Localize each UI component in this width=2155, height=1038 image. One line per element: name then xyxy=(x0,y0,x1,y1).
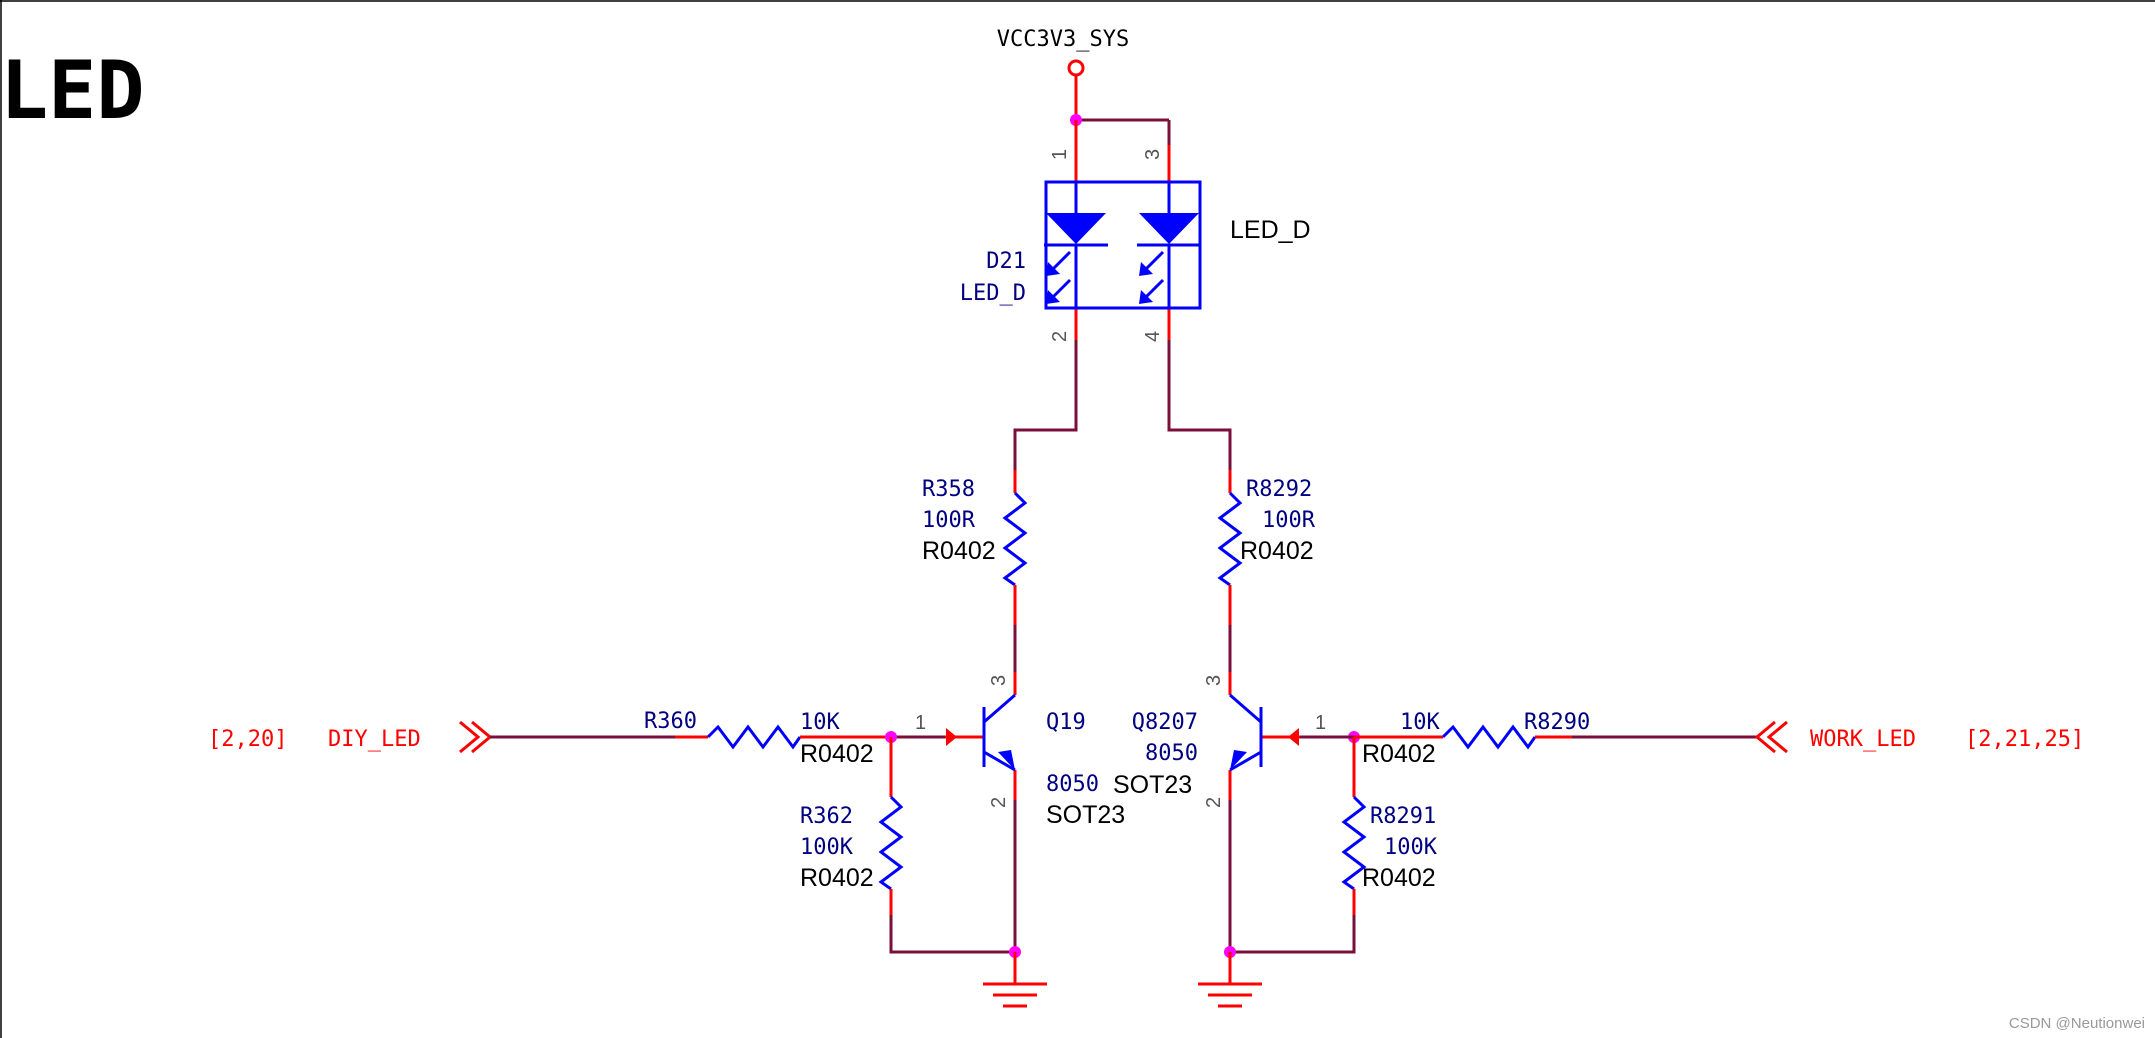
power-net-label: VCC3V3_SYS xyxy=(997,27,1129,52)
led-pin-num-4: 4 xyxy=(1142,331,1164,342)
r360-zigzag xyxy=(706,724,802,750)
q8207-footprint: SOT23 xyxy=(1113,771,1192,799)
q8207-value: 8050 xyxy=(1145,741,1198,766)
led-pin-num-3: 3 xyxy=(1142,149,1164,160)
port-right-chevron-1 xyxy=(1754,720,1776,754)
r358-value: 100R xyxy=(922,508,976,533)
r8291-footprint: R0402 xyxy=(1362,864,1436,892)
r360-refdes: R360 xyxy=(644,709,697,734)
r8291-value: 100K xyxy=(1384,835,1438,860)
wire-right-ground xyxy=(1230,915,1356,954)
q19-base-pin-arrow xyxy=(946,728,957,746)
port-left-ref: [2,20] xyxy=(208,727,287,752)
wire-led-to-r8292 xyxy=(1167,340,1232,470)
port-work-led: WORK_LED [2,21,25] xyxy=(1754,720,2084,754)
q19-value: 8050 xyxy=(1046,772,1099,797)
q8207-emitter-line xyxy=(1229,750,1262,772)
r8290-value: 10K xyxy=(1400,710,1440,735)
r8292-footprint: R0402 xyxy=(1240,537,1314,565)
port-left-net: DIY_LED xyxy=(328,727,421,752)
q8207-pin-num-2: 2 xyxy=(1203,797,1225,808)
q8207-collector-line xyxy=(1229,693,1262,724)
r362-value: 100K xyxy=(800,835,854,860)
resistor-r358: R358 100R R0402 xyxy=(922,470,1028,625)
q8207-base-pin-arrow xyxy=(1288,728,1299,746)
q19-footprint: SOT23 xyxy=(1046,801,1125,829)
port-right-ref: [2,21,25] xyxy=(1965,727,2084,752)
resistor-r362: R362 100K R0402 xyxy=(800,737,904,915)
led-refdes: D21 xyxy=(986,249,1026,274)
q19-collector-line xyxy=(983,693,1016,724)
ground-symbol-left xyxy=(983,952,1047,1008)
r360-value: 10K xyxy=(800,710,840,735)
q19-emitter-arrow xyxy=(998,750,1015,770)
q19-emitter-line xyxy=(983,750,1016,772)
r8291-refdes: R8291 xyxy=(1370,804,1436,829)
r8292-value: 100R xyxy=(1262,508,1316,533)
resistor-r360: R360 10K R0402 xyxy=(644,709,890,768)
r8290-refdes: R8290 xyxy=(1524,710,1590,735)
resistor-r8291: R8291 100K R0402 xyxy=(1341,737,1438,915)
port-diy-led: [2,20] DIY_LED xyxy=(208,720,493,754)
led-pin-num-2: 2 xyxy=(1049,331,1071,342)
sheet-title: LED xyxy=(0,44,145,137)
wire-left-ground xyxy=(889,915,1015,954)
r362-zigzag xyxy=(878,795,904,891)
port-left-chevron-2 xyxy=(471,720,493,754)
led-part-label: LED_D xyxy=(1230,216,1311,244)
r8290-zigzag xyxy=(1441,724,1537,750)
q8207-emitter-arrow xyxy=(1230,750,1247,770)
led-diode-b-triangle xyxy=(1139,213,1199,244)
led-d21: 1 3 2 4 D21 LED_D LED_D xyxy=(960,120,1311,342)
wire-led-to-r358 xyxy=(1013,340,1078,470)
led-emission-arrows-b xyxy=(1139,250,1165,304)
resistor-r8292: R8292 100R R0402 xyxy=(1217,470,1316,625)
led-value: LED_D xyxy=(960,281,1026,306)
r8292-refdes: R8292 xyxy=(1246,477,1312,502)
q19-pin-num-1: 1 xyxy=(915,712,926,734)
r8290-footprint: R0402 xyxy=(1362,740,1436,768)
q19-refdes: Q19 xyxy=(1046,710,1086,735)
power-symbol: VCC3V3_SYS xyxy=(997,27,1129,120)
r360-footprint: R0402 xyxy=(800,740,874,768)
r362-refdes: R362 xyxy=(800,804,853,829)
r8292-zigzag xyxy=(1217,491,1243,587)
r358-refdes: R358 xyxy=(922,477,975,502)
r358-footprint: R0402 xyxy=(922,537,996,565)
watermark: CSDN @Neutionwei xyxy=(2009,1015,2145,1032)
q19-pin-num-2: 2 xyxy=(988,797,1010,808)
q8207-pin-num-3: 3 xyxy=(1203,675,1225,686)
transistor-q19: 3 1 2 Q19 8050 SOT23 xyxy=(915,672,1125,829)
led-emission-arrows-a xyxy=(1046,250,1072,304)
port-right-chevron-2 xyxy=(1766,720,1788,754)
q19-pin-num-3: 3 xyxy=(988,675,1010,686)
transistor-q8207: 3 1 2 Q8207 8050 SOT23 xyxy=(1113,672,1326,808)
r8291-zigzag xyxy=(1341,795,1367,891)
q8207-pin-num-1: 1 xyxy=(1315,712,1326,734)
r358-zigzag xyxy=(1002,491,1028,587)
resistor-r8290: 10K R8290 R0402 xyxy=(1354,710,1590,768)
port-right-net: WORK_LED xyxy=(1810,727,1916,752)
port-left-chevron-1 xyxy=(459,720,481,754)
led-pin-num-1: 1 xyxy=(1049,149,1071,160)
ground-symbol-right xyxy=(1198,952,1262,1008)
r362-footprint: R0402 xyxy=(800,864,874,892)
q8207-refdes: Q8207 xyxy=(1132,710,1198,735)
led-diode-a-triangle xyxy=(1046,213,1106,244)
power-port-circle xyxy=(1067,59,1085,77)
